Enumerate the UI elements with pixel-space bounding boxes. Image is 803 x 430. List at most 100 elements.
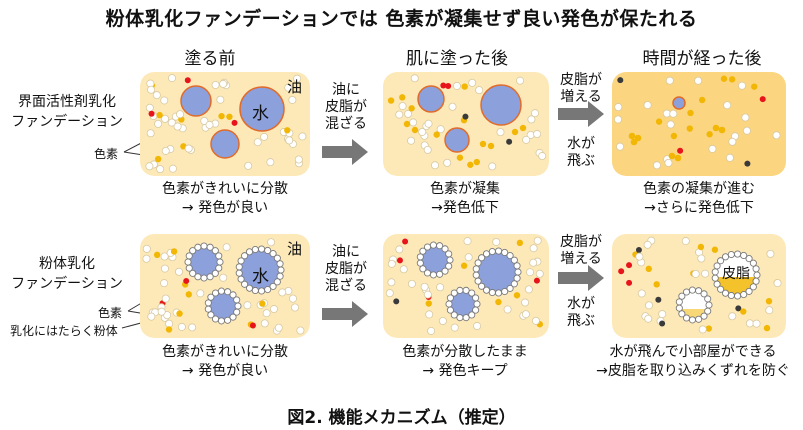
emulsion-particle (260, 132, 269, 141)
emulsifying-powder (229, 291, 237, 299)
emulsion-particle (423, 145, 432, 154)
pigment-red (440, 82, 447, 89)
emulsifying-powder (423, 269, 432, 277)
emulsion-particle (145, 162, 154, 171)
emulsion-particle (728, 137, 737, 146)
pigment-red (626, 279, 633, 286)
pigment-black (506, 138, 513, 145)
arrow-icon-row2-b (558, 265, 604, 291)
pigment-yellow (153, 251, 161, 259)
pigment-red (445, 83, 452, 90)
pigment-black (735, 305, 742, 312)
emulsion-particle (407, 136, 416, 145)
emulsifying-powder (185, 252, 193, 260)
caption-r1c1-line1: 色素がきれいに分散 (162, 181, 288, 197)
emulsifying-powder (237, 257, 245, 265)
emulsifying-powder (682, 314, 691, 322)
oil-background-dense (612, 72, 786, 176)
emulsion-particle (288, 95, 297, 104)
caption-r2c3: 水が飛んで小部屋ができる →皮脂を取り込みくずれを防ぐ (584, 343, 802, 381)
emulsion-particle (293, 74, 302, 83)
emulsion-particle (175, 110, 184, 119)
water-droplet (210, 129, 240, 159)
emulsion-particle (205, 120, 214, 129)
emulsifying-powder (478, 282, 486, 290)
emulsion-particle (152, 91, 161, 100)
emulsion-particle (738, 81, 747, 90)
caption-r2c2-line1: 色素が分散したまま (402, 344, 528, 360)
pigment-aggregate (718, 126, 726, 134)
emulsion-particle (290, 303, 299, 312)
emulsifying-powder (441, 267, 449, 275)
pigment-yellow (408, 105, 415, 112)
caption-r1c2: 色素が凝集 →発色低下 (370, 180, 560, 218)
emulsifying-powder (273, 278, 281, 286)
pigment-yellow (698, 96, 706, 104)
pigment-aggregate (411, 126, 419, 134)
pigment-yellow (425, 300, 432, 307)
caption-r1c1-line2: → 発色が良い (181, 200, 269, 216)
pigment-red (231, 119, 238, 126)
pigment-aggregate (628, 132, 636, 140)
arrow1-row1-line1: 油に (332, 82, 360, 98)
caption-r2c2: 色素が分散したまま → 発色キープ (370, 343, 560, 381)
pigment-yellow (653, 281, 660, 288)
emulsion-particle (691, 269, 700, 278)
emulsion-particle (269, 305, 278, 314)
row2-water-label: 水 (252, 267, 269, 287)
emulsifying-powder (482, 250, 491, 258)
pigment-aggregate (479, 140, 487, 148)
pigment-red (183, 277, 190, 284)
emulsion-particle (452, 81, 461, 90)
pigment-yellow (467, 161, 474, 168)
emulsion-particle (160, 96, 169, 105)
emulsifying-powder (468, 311, 476, 319)
pigment-black (462, 113, 469, 120)
column-header-after-apply: 肌に塗った後 (406, 49, 508, 69)
pigment-aggregate (403, 120, 411, 128)
panel-surfactant-applied (383, 72, 549, 176)
panel-surfactant-time (612, 72, 786, 176)
emulsion-particle (243, 301, 252, 310)
emulsion-particle (219, 79, 228, 88)
panel-powder-before (140, 234, 310, 338)
emulsion-particle (146, 129, 155, 138)
emulsion-particle (184, 144, 193, 153)
pigment-yellow (728, 76, 736, 83)
pigment-yellow (461, 83, 468, 90)
arrow1-row2-text: 油に 皮脂が 混ざる (318, 244, 374, 295)
emulsion-particle (156, 165, 165, 174)
caption-r1c3-line2: →さらに発色低下 (644, 200, 754, 216)
arrow2-row1-line4: 飛ぶ (567, 153, 595, 169)
emulsion-particle (669, 109, 678, 118)
pigment-red (148, 110, 155, 117)
emulsifying-powder (462, 286, 470, 294)
emulsion-particle (473, 322, 482, 331)
emulsion-particle (538, 152, 547, 161)
caption-r1c2-line2: →発色低下 (431, 200, 499, 216)
emulsifying-powder (229, 313, 237, 321)
caption-r1c2-line1: 色素が凝集 (430, 181, 500, 197)
emulsion-particle (147, 85, 156, 94)
emulsion-particle (436, 125, 445, 134)
caption-r2c1-line1: 色素がきれいに分散 (162, 344, 288, 360)
pigment-yellow (399, 94, 406, 101)
emulsion-particle (614, 103, 623, 112)
emulsion-particle (196, 289, 205, 298)
row1-legend-pigment: 色素 (94, 147, 119, 161)
emulsion-particle (278, 288, 287, 297)
emulsifying-powder (211, 247, 219, 255)
arrow2-row2-text-bottom: 水が 飛ぶ (553, 296, 609, 330)
emulsifying-powder (224, 288, 232, 296)
emulsion-particle (154, 119, 163, 128)
emulsion-particle (161, 146, 170, 155)
water-droplet (444, 127, 470, 153)
pigment-yellow (387, 97, 395, 104)
row2-label-line2: ファンデーション (11, 276, 123, 292)
emulsifying-powder (704, 307, 712, 315)
emulsion-particle (431, 161, 440, 170)
emulsion-particle (637, 289, 646, 298)
emulsion-particle (407, 279, 416, 288)
emulsion-particle (697, 254, 706, 263)
emulsion-particle (274, 323, 283, 332)
